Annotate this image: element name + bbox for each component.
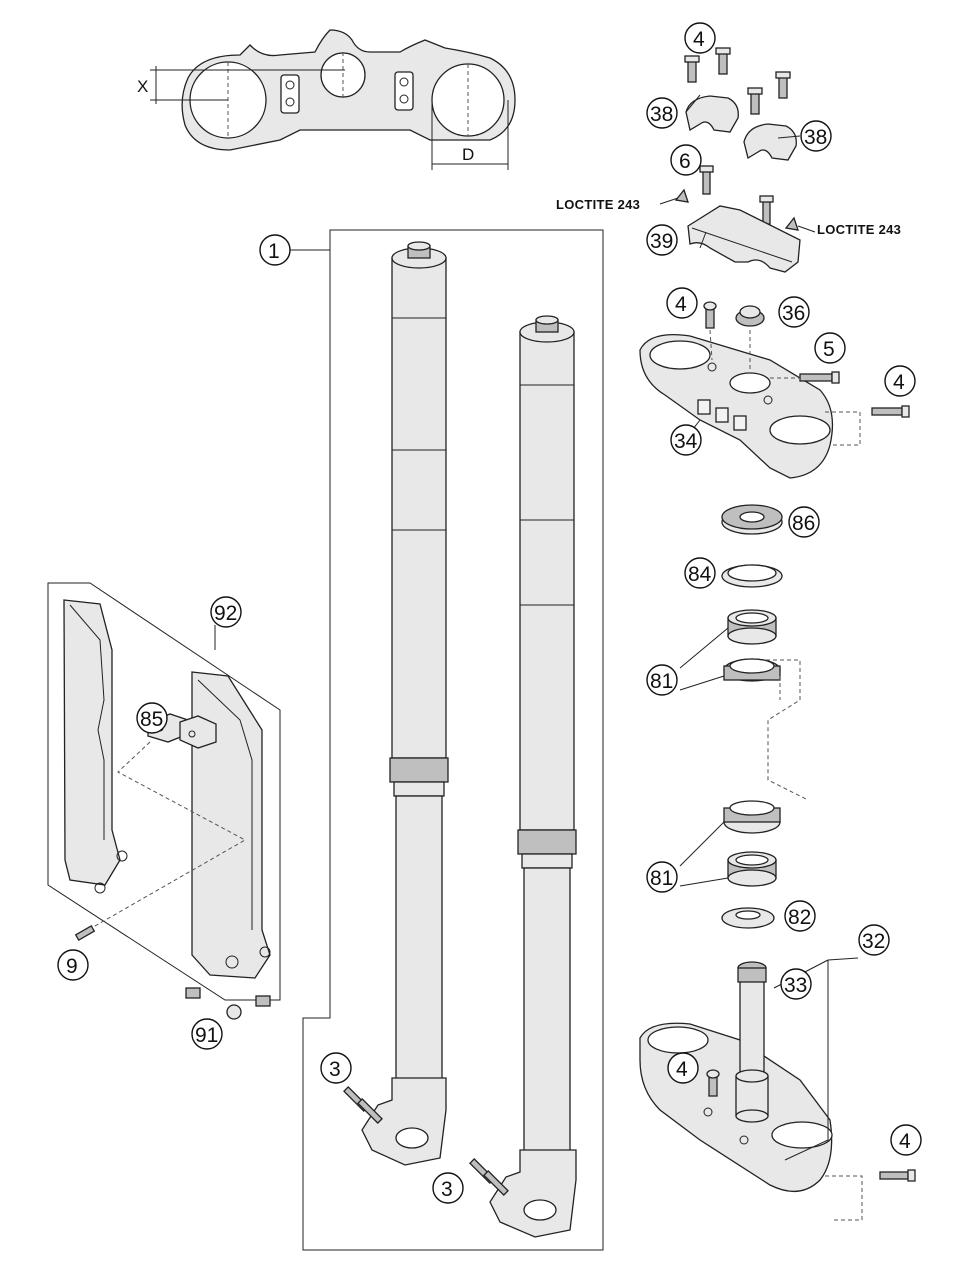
lower-triple-clamp [639,959,916,1221]
svg-text:81: 81 [650,670,673,693]
svg-text:39: 39 [650,230,673,253]
fork-assembly-frame [290,229,604,1251]
callout-91: 91 [191,1018,223,1050]
svg-text:3: 3 [441,1178,453,1201]
callout-4-right-lower: 4 [890,1124,922,1156]
callout-1: 1 [259,234,291,266]
callout-86: 86 [788,506,820,538]
svg-text:84: 84 [688,563,712,586]
svg-text:32: 32 [862,930,885,953]
callout-4-top: 4 [684,22,716,54]
svg-text:4: 4 [676,1058,688,1081]
callout-81-lower: 81 [646,861,678,893]
callout-4-right-upper: 4 [884,365,916,397]
callout-82: 82 [784,900,816,932]
handlebar-clamp-bolts [684,47,791,115]
svg-text:34: 34 [674,430,698,453]
svg-text:85: 85 [140,708,163,731]
top-clamp-dimension-view: X D [137,29,516,170]
handlebar-clamp-assembly: LOCTITE 243 LOCTITE 243 [556,47,901,273]
svg-text:91: 91 [195,1024,218,1047]
svg-text:5: 5 [823,338,835,361]
steering-bearings [679,504,809,929]
svg-text:3: 3 [329,1058,341,1081]
callout-32: 32 [858,924,890,956]
loctite-note-right: LOCTITE 243 [817,222,901,237]
callout-81-upper: 81 [646,664,678,696]
callout-38-right: 38 [800,120,832,152]
callout-39: 39 [646,224,678,256]
callout-84: 84 [684,557,716,589]
fork-guards-group [47,582,281,1020]
fork-leg-left [343,241,449,1166]
svg-text:4: 4 [893,371,905,394]
callout-4-upper-clamp: 4 [666,287,698,319]
callout-3-left: 3 [320,1052,352,1084]
svg-text:33: 33 [784,974,807,997]
svg-text:4: 4 [675,293,687,316]
callout-5: 5 [814,332,846,364]
svg-text:4: 4 [899,1130,911,1153]
svg-text:38: 38 [804,126,827,149]
svg-text:4: 4 [693,28,705,51]
svg-text:1: 1 [268,240,280,263]
callout-6: 6 [670,144,702,176]
callout-9: 9 [57,949,89,981]
svg-text:36: 36 [782,302,805,325]
fork-leg-right [469,315,577,1238]
svg-text:9: 9 [66,955,78,978]
svg-text:92: 92 [214,602,237,625]
svg-text:86: 86 [792,512,815,535]
callout-34: 34 [670,424,702,456]
upper-clamp-right [743,123,797,161]
upper-triple-clamp [639,301,910,479]
callout-36: 36 [778,296,810,328]
upper-clamp-left [685,95,739,133]
callouts: 1 4 38 38 6 39 4 36 5 4 34 86 84 81 81 8… [57,22,922,1204]
callout-92: 92 [210,596,242,628]
lower-clamp-bridge [687,205,801,273]
svg-text:38: 38 [650,103,673,126]
svg-text:6: 6 [679,150,691,173]
callout-38-left: 38 [646,97,678,129]
callout-4-lower-clamp: 4 [667,1052,699,1084]
loctite-note-left: LOCTITE 243 [556,197,640,212]
svg-text:81: 81 [650,867,673,890]
svg-text:82: 82 [788,906,811,929]
callout-3-right: 3 [432,1172,464,1204]
callout-33: 33 [780,968,812,1000]
callout-85: 85 [136,702,168,734]
dimension-x-label: X [137,77,148,96]
dimension-d-label: D [462,145,474,164]
